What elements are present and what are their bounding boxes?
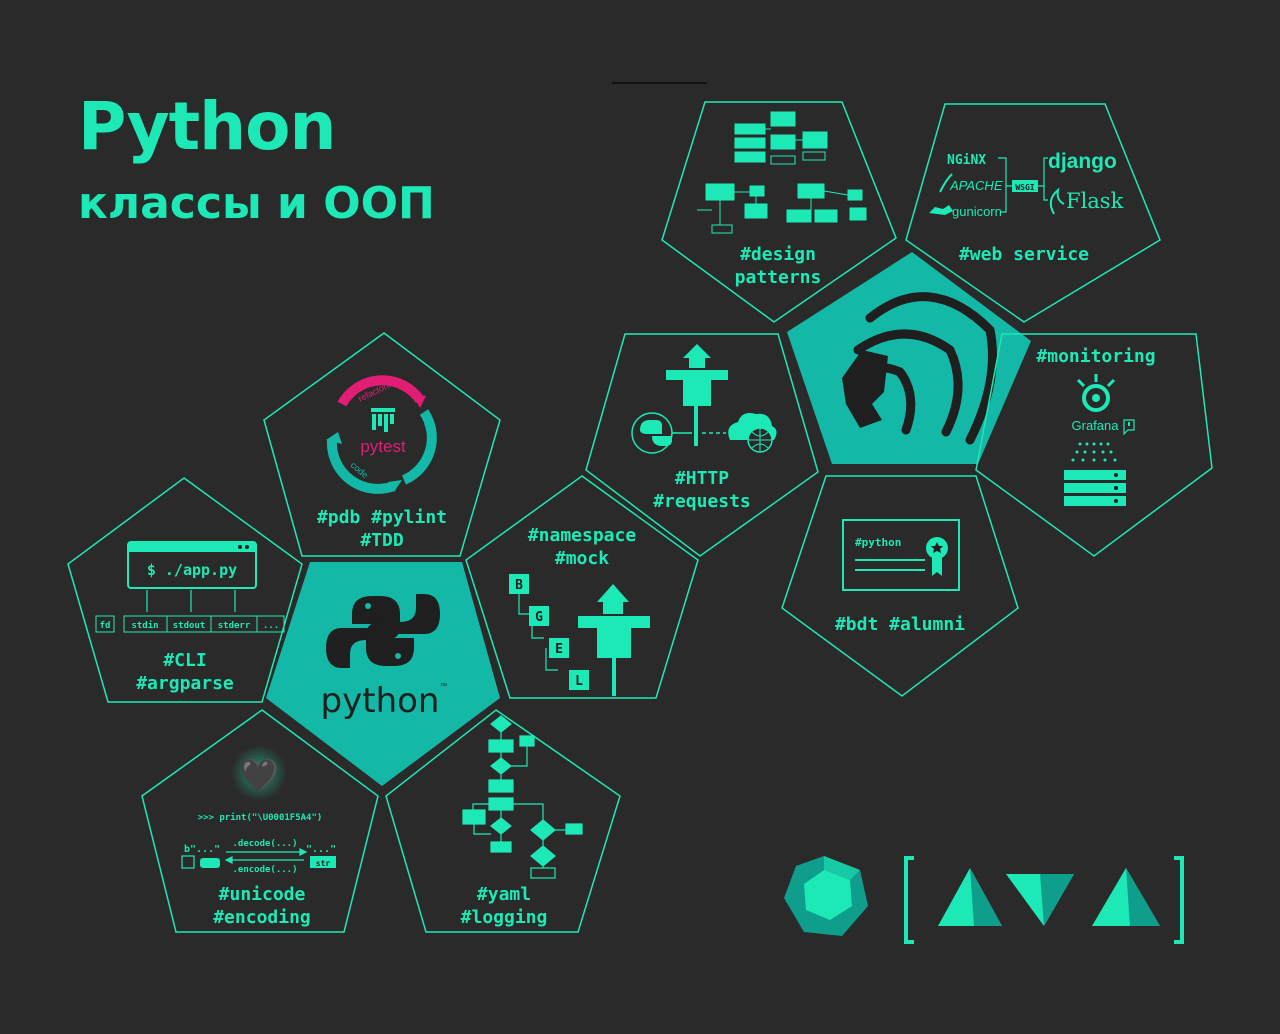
apache-feather-icon [939, 173, 953, 193]
legb-scope-diagram: B G E L [509, 574, 589, 690]
scope-b: B [515, 578, 523, 593]
tile-design-patterns[interactable]: #design patterns [661, 101, 897, 323]
tile-bdt-tag: #bdt #alumni [835, 614, 965, 635]
heart-glow [231, 745, 287, 801]
tile-http-line2: #requests [653, 491, 751, 512]
scarecrow-mock-icon [578, 584, 650, 696]
wsgi-label: WSGI [1015, 183, 1034, 192]
bytes-literal: b"..." [184, 844, 220, 855]
tile-pdb-line2: #TDD [360, 530, 404, 551]
cycle-label-tests: tests [422, 421, 438, 443]
encode-label: .encode(...) [232, 865, 297, 875]
file-descriptor-table: stdin stdout stderr ... [123, 615, 285, 633]
tile-pdb-line1: #pdb #pylint [317, 507, 447, 528]
server-stack-icon [1064, 470, 1126, 506]
print-code-sample: >>> print("\U0001F5A4") [198, 812, 323, 823]
bytes-box-icon [181, 855, 195, 869]
tile-namespace-line1: #namespace [528, 525, 637, 546]
tile-design-line2: patterns [735, 267, 822, 288]
cloud-globe-icon [728, 413, 777, 453]
triangle-up-icon [938, 868, 1002, 926]
alert-icon [1123, 419, 1135, 436]
tile-http-requests[interactable]: #HTTP #requests [585, 333, 819, 557]
fd-box [95, 615, 115, 633]
tile-lion-logo [787, 252, 1031, 464]
flask-horn-icon [1049, 187, 1065, 215]
tile-design-line1: #design [740, 244, 816, 265]
pytest-logo: pytest [360, 437, 406, 456]
str-box-label: str [316, 859, 331, 868]
scope-g: G [535, 610, 543, 625]
tile-unicode-encoding[interactable]: 🖤 >>> print("\U0001F5A4") b"..." "..." .… [141, 709, 379, 933]
grafana-label: Grafana [1072, 418, 1120, 433]
tile-monitoring-tag: #monitoring [1036, 346, 1155, 367]
decode-label: .decode(...) [232, 839, 297, 849]
bracket-left-icon [904, 856, 914, 944]
bracket-right-icon [1174, 856, 1184, 944]
uml-diagram-icon [697, 111, 867, 234]
tile-yaml-logging[interactable]: #yaml #logging [385, 709, 621, 933]
black-heart-icon: 🖤 [239, 757, 279, 793]
top-divider [612, 82, 707, 84]
triangle-down-icon [1006, 874, 1074, 926]
page-title: Python [78, 88, 336, 165]
stream-stderr: stderr [218, 621, 251, 631]
scarecrow-icon [666, 344, 728, 446]
tile-cli-line1: #CLI [163, 650, 206, 671]
str-box [310, 856, 336, 868]
tile-cli-line2: #argparse [136, 673, 234, 694]
python-wordmark: python [321, 681, 440, 721]
tile-namespace-line2: #mock [555, 548, 609, 569]
terminal-window: $ ./app.py [127, 541, 257, 589]
fd-label: fd [100, 621, 111, 631]
python-logo-icon [326, 594, 440, 668]
tile-web-tag: #web service [959, 244, 1089, 265]
python-trademark: ™ [440, 683, 447, 690]
str-literal: "..." [306, 844, 336, 855]
page-subtitle: классы и ООП [78, 178, 435, 229]
tile-unicode-line2: #encoding [213, 907, 311, 928]
tile-pdb-pylint-tdd[interactable]: pytest refactoring tests code #pdb #pyli… [263, 332, 501, 557]
flowchart-icon [462, 715, 583, 879]
dodecahedron-icon [784, 856, 868, 936]
tile-namespace-mock[interactable]: #namespace #mock B G E L [465, 475, 699, 699]
nginx-logo: NGiNX [947, 153, 986, 168]
tile-python-logo: python ™ [266, 562, 500, 786]
refactoring-cycle-icon [326, 375, 437, 494]
gunicorn-unicorn-icon [929, 205, 953, 215]
bytes-pill-icon [200, 858, 220, 868]
wsgi-connector-lines [998, 157, 1048, 213]
terminal-command: $ ./app.py [147, 561, 237, 579]
triangle-up-small-icon [1092, 868, 1160, 926]
stream-more: ... [263, 621, 279, 631]
tile-http-line1: #HTTP [675, 468, 729, 489]
lion-face-icon [842, 350, 888, 428]
tile-web-service[interactable]: NGiNX APACHE gunicorn WSGI django Flask … [905, 103, 1161, 323]
apache-logo: APACHE [949, 178, 1003, 193]
grafana-icon [1076, 374, 1116, 412]
stream-arrows [146, 590, 236, 612]
django-logo: django [1048, 150, 1117, 173]
tile-yaml-line1: #yaml [477, 884, 531, 905]
tile-monitoring[interactable]: #monitoring Grafana [975, 333, 1213, 557]
gunicorn-logo: gunicorn [952, 204, 1002, 219]
data-stream-dots-icon [1071, 442, 1117, 462]
tile-unicode-line1: #unicode [219, 884, 306, 905]
scope-l: L [575, 674, 583, 689]
scope-e: E [555, 642, 563, 657]
tile-cli-argparse[interactable]: $ ./app.py fd stdin stdout stderr ... #C… [67, 477, 303, 703]
wsgi-badge [1012, 180, 1038, 192]
codec-arrows [224, 848, 308, 864]
certificate-icon [842, 519, 960, 591]
certificate-label: #python [855, 536, 901, 549]
tile-bdt-alumni[interactable]: #python #bdt #alumni [781, 475, 1019, 697]
flask-logo: Flask [1066, 189, 1124, 213]
brand-logo [784, 856, 1184, 944]
pytest-bars-icon [371, 408, 395, 432]
tile-yaml-line2: #logging [461, 907, 548, 928]
python-client-icon [640, 420, 672, 446]
stream-stdout: stdout [173, 621, 206, 631]
stream-stdin: stdin [131, 620, 158, 631]
